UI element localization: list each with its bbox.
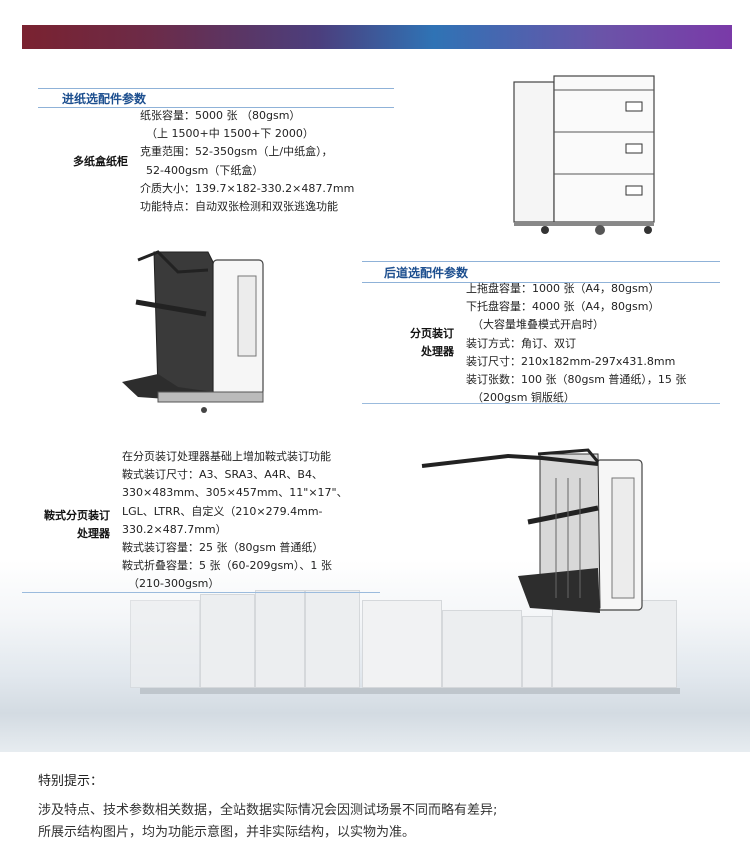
spec-line: 在分页装订处理器基础上增加鞍式装订功能 (122, 450, 331, 463)
spec-line: 功能特点：自动双张检测和双张逃逸功能 (140, 200, 338, 214)
spec-line: 330.2×487.7mm） (122, 522, 227, 536)
item-label-finisher: 分页装订 处理器 (380, 325, 454, 361)
multi-tray-cabinet-image (513, 75, 655, 235)
section-divider (22, 592, 380, 593)
spec-line: （210-300gsm） (128, 577, 220, 591)
spec-line: 鞍式装订容量：25 张（80gsm 普通纸） (122, 541, 324, 555)
item-label-line: 分页装订 (410, 327, 454, 340)
notice-line: 涉及特点、技术参数相关数据，全站数据实际情况会因测试场景不同而略有差异; (38, 803, 498, 818)
section-title-post-options: 后道选配件参数 (384, 266, 469, 280)
item-label-line: 处理器 (77, 527, 110, 540)
spec-line: （200gsm 铜版纸） (472, 391, 575, 405)
spec-line: 鞍式装订尺寸：A3、SRA3、A4R、B4、 (122, 468, 323, 482)
section-title-underline (38, 88, 394, 89)
spec-line: 上拖盘容量：1000 张（A4，80gsm） (466, 282, 660, 295)
spec-list-multi-tray-cabinet: 纸张容量：5000 张 （80gsm） （上 1500+中 1500+下 200… (140, 107, 354, 216)
spec-line: 330×483mm、305×457mm、11"×17"、 (122, 486, 348, 500)
spec-line: 下托盘容量：4000 张（A4，80gsm） (466, 300, 660, 314)
spec-line: 52-400gsm（下纸盒） (146, 163, 264, 177)
spec-line: 介质大小：139.7×182-330.2×487.7mm (140, 181, 355, 195)
spec-line: （大容量堆叠模式开启时） (472, 318, 604, 332)
section-divider (362, 403, 720, 404)
section-title-underline (362, 261, 720, 262)
item-label-line: 处理器 (421, 345, 454, 358)
booklet-finisher-image (421, 448, 643, 613)
finisher-image (122, 250, 264, 413)
spec-line: 装订方式：角订、双订 (466, 336, 576, 350)
spec-list-finisher: 上拖盘容量：1000 张（A4，80gsm） 下托盘容量：4000 张（A4，8… (466, 280, 686, 407)
item-label-line: 鞍式分页装订 (44, 509, 110, 522)
spec-line: 装订张数：100 张（80gsm 普通纸），15 张 (466, 373, 687, 387)
item-label-booklet-finisher: 鞍式分页装订 处理器 (22, 507, 110, 543)
section-title-underline (38, 107, 394, 108)
spec-line: LGL、LTRR、自定义（210×279.4mm- (122, 504, 323, 518)
header-gradient-bar (22, 25, 732, 49)
section-title-paper-options: 进纸选配件参数 (62, 92, 147, 106)
section-title-underline (362, 282, 720, 283)
spec-list-booklet-finisher: 在分页装订处理器基础上增加鞍式装订功能 鞍式装订尺寸：A3、SRA3、A4R、B… (122, 448, 348, 594)
notice-line: 所展示结构图片，均为功能示意图，并非实际结构，以实物为准。 (38, 825, 416, 840)
background-printer-line (0, 590, 750, 700)
spec-line: 装订尺寸：210x182mm-297x431.8mm (466, 354, 676, 368)
spec-line: 纸张容量：5000 张 （80gsm） (140, 109, 301, 122)
spec-line: 鞍式折叠容量：5 张（60-209gsm）、1 张 (122, 559, 332, 573)
spec-line: （上 1500+中 1500+下 2000） (146, 127, 314, 141)
spec-line: 克重范围：52-350gsm（上/中纸盒）， (140, 145, 333, 159)
notice-title: 特别提示： (38, 774, 104, 789)
item-label-multi-tray-cabinet: 多纸盒纸柜 (73, 155, 128, 168)
